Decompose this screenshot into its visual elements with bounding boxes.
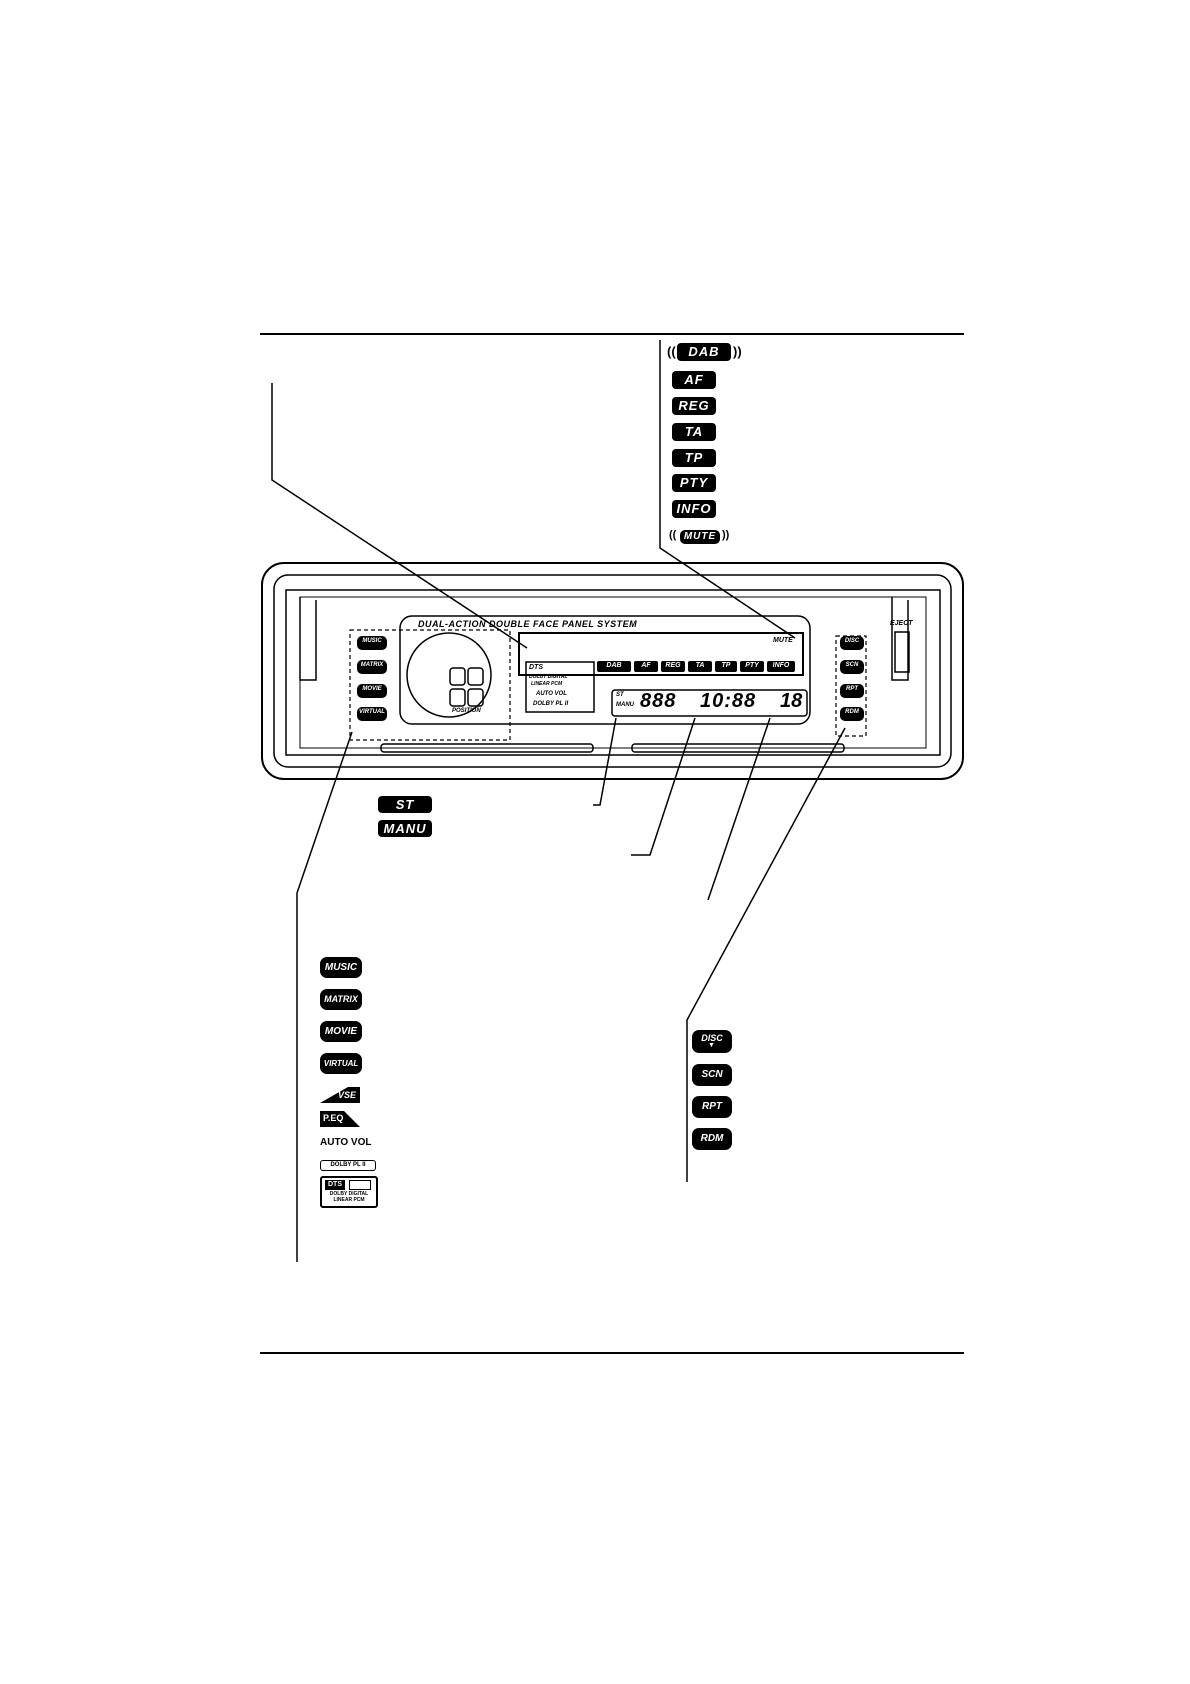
disc-down-icon: ▼ [708,1042,715,1049]
cd-slot-left [380,743,594,753]
panel-format-dts: DTS [529,664,543,671]
panel-rds-ta: TA [695,662,705,669]
panel-format-dolby: DOLBY DIGITAL [529,674,568,680]
legend-tp: TP [672,449,716,467]
mute-waves-icon-right: )) [722,529,730,541]
dab-waves-icon-right: )) [733,344,742,359]
lcd-digits-c: 18 [780,690,803,712]
lcd-digits-a: 888 [640,690,677,712]
panel-btn-movie: MOVIE [362,686,382,692]
legend-dab: DAB [677,343,731,361]
legend-pty: PTY [672,474,716,492]
panel-rds-dab: DAB [606,662,622,669]
top-rule [260,333,964,335]
panel-format-plii: DOLBY PL II [533,701,569,707]
panel-btn-matrix: MATRIX [360,662,384,668]
panel-rds-af: AF [641,662,651,669]
peq-icon [320,1111,360,1127]
legend-disc: DISC [692,1030,732,1053]
panel-btn-music: MUSIC [362,638,382,644]
legend-peq: P.EQ [323,1113,344,1123]
legend-movie: MOVIE [320,1021,362,1042]
lcd-st: ST [616,692,624,698]
sound-group-outline [349,629,511,741]
dab-waves-icon: (( [667,344,676,359]
legend-plii: DOLBY PL II [320,1160,376,1171]
panel-btn-rdm: RDM [845,709,859,715]
panel-btn-rpt: RPT [846,686,858,692]
lcd-manu: MANU [616,702,634,708]
main-display [518,632,804,676]
panel-format-autovol: AUTO VOL [536,691,567,697]
panel-right-buttons [840,636,864,721]
dolby-logo-icon [349,1180,371,1190]
legend-af: AF [672,371,716,389]
panel-btn-scn: SCN [845,662,859,668]
legend-matrix: MATRIX [320,989,362,1010]
vse-icon [320,1087,360,1103]
legend-scn: SCN [692,1064,732,1086]
legend-rpt: RPT [692,1096,732,1118]
panel-format-box [525,661,595,713]
cd-slot-right [631,743,845,753]
legend-st: ST [378,796,432,813]
legend-rdm: RDM [692,1128,732,1150]
legend-info: INFO [672,500,716,518]
legend-manu: MANU [378,820,432,837]
panel-rds-row [597,661,795,672]
speaker-position-circle [406,632,492,718]
bottom-rule [260,1352,964,1354]
panel-format-pcm: LINEAR PCM [531,681,563,687]
lcd-digits-b: 10:88 [700,690,757,712]
panel-eject-label: EJECT [890,620,913,627]
legend-autovol: AUTO VOL [320,1137,372,1148]
panel-btn-virtual: VIRTUAL [359,709,385,715]
panel-mute-label: MUTE [773,637,793,644]
unit-housing [261,562,964,780]
legend-mute: MUTE [680,530,720,544]
panel-rds-reg: REG [665,662,681,669]
mute-waves-icon: (( [669,529,677,541]
format-dts: DTS [325,1180,345,1190]
panel-rds-pty: PTY [745,662,759,669]
legend-ta: TA [672,423,716,441]
lcd-segment-area [611,689,808,717]
legend-virtual: VIRTUAL [320,1053,362,1074]
panel-rds-info: INFO [772,662,790,669]
format-pcm: LINEAR PCM [333,1197,365,1203]
panel-left-buttons [357,636,387,721]
legend-reg: REG [672,397,716,415]
panel-position-label: POSITION [452,708,481,714]
panel-rds-tp: TP [721,662,731,669]
panel-btn-disc: DISC [844,638,860,644]
faceplate [399,615,811,725]
legend-vse: VSE [338,1090,357,1100]
legend-music: MUSIC [320,957,362,978]
unit-frame [273,574,952,768]
legend-format-box: DTS DOLBY DIGITAL LINEAR PCM [320,1176,378,1208]
eject-slider [894,631,910,673]
format-dolby: DOLBY DIGITAL [329,1191,369,1197]
panel-title: DUAL-ACTION DOUBLE FACE PANEL SYSTEM [418,619,638,629]
